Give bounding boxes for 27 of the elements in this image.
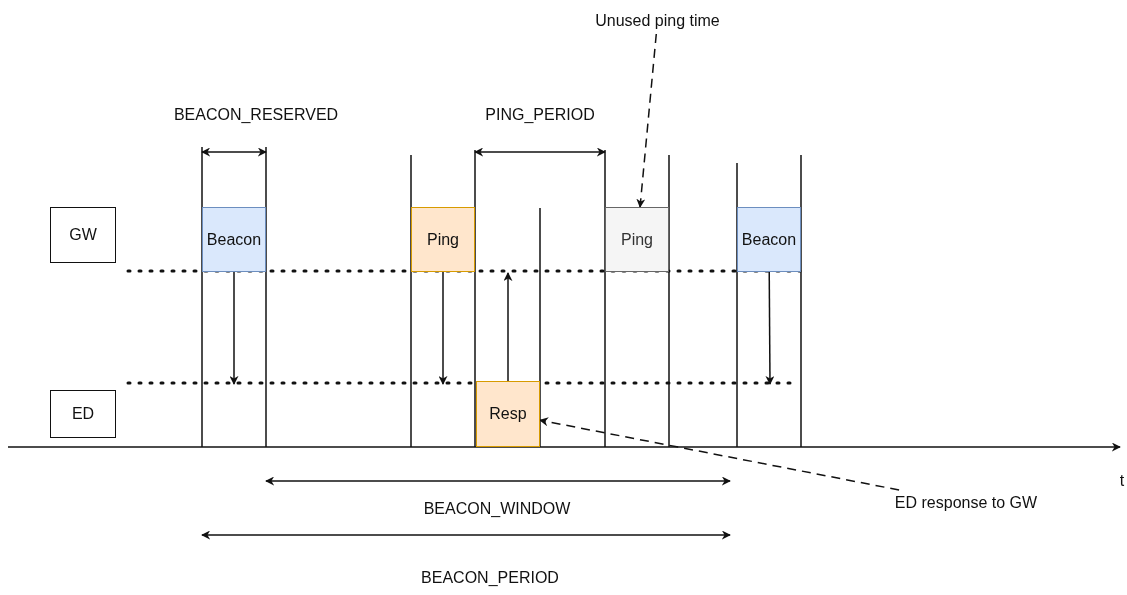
leader-line [636, 33, 658, 208]
slot-label: Beacon [206, 230, 262, 249]
arrow [438, 271, 448, 385]
dimension-label: BEACON_WINDOW [423, 500, 571, 518]
beacon-slot-box [737, 207, 801, 272]
lane-label: GW [69, 226, 97, 244]
slot-label: Ping [427, 230, 459, 249]
lane-label: ED [71, 405, 95, 423]
ping-slot-box [476, 381, 540, 447]
arrow [765, 271, 775, 385]
slot-label: Ping [621, 230, 653, 249]
unused-slot-box [605, 207, 669, 272]
annotation-text: ED response to GW [894, 494, 1038, 512]
beacon-slot-box [202, 207, 266, 272]
ping-slot-box [411, 207, 475, 272]
arrow [503, 272, 513, 382]
lane-label-box [50, 207, 116, 263]
slot-label: Beacon [741, 230, 797, 249]
dimension-label: BEACON_PERIOD [421, 569, 559, 587]
dimension-label: t [1119, 472, 1125, 490]
lane-label-box [50, 390, 116, 438]
annotation-text: Unused ping time [595, 12, 720, 30]
dimension-label: PING_PERIOD [485, 106, 595, 124]
arrow [229, 271, 239, 385]
leader-line [539, 417, 900, 491]
slot-label: Resp [489, 405, 527, 423]
dimension-label: BEACON_RESERVED [173, 106, 339, 124]
